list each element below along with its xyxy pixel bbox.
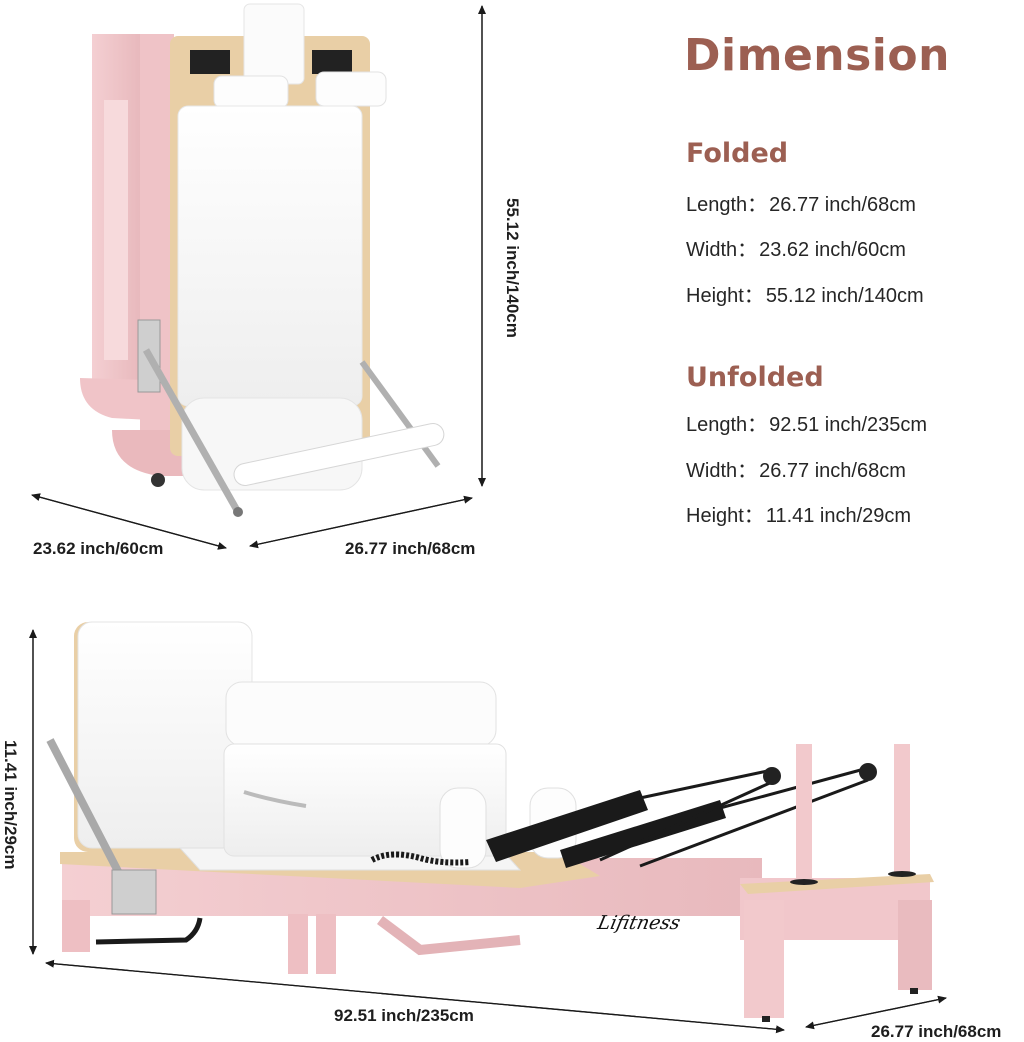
unfolded-height-label: 11.41 inch/29cm (1, 740, 20, 870)
spec-sep: ： (743, 505, 764, 527)
spec-sep: ： (747, 414, 768, 436)
folded-width-label: 23.62 inch/60cm (33, 539, 164, 558)
folded-dimension-arrows (31, 5, 486, 550)
unfolded-height-row: Height：11.41 inch/29cm (686, 499, 911, 528)
spec-label: Length (686, 194, 748, 216)
unfolded-length-label: 92.51 inch/235cm (334, 1006, 474, 1025)
unfolded-width-label: 26.77 inch/68cm (871, 1022, 1002, 1041)
spec-sep: ： (747, 194, 768, 216)
spec-label: Height (686, 505, 744, 527)
spec-label: Length (686, 414, 748, 436)
spec-title: Dimension (684, 30, 950, 81)
spec-value: 92.51 inch/235cm (769, 414, 928, 436)
spec-value: 55.12 inch/140cm (765, 285, 924, 307)
unfolded-heading: Unfolded (686, 362, 824, 393)
spec-value: 11.41 inch/29cm (765, 505, 912, 527)
folded-reformer (80, 3, 445, 517)
spec-label: Width (686, 460, 738, 482)
unfolded-width-row: Width：26.77 inch/68cm (686, 454, 906, 483)
folded-width-row: Width：23.62 inch/60cm (686, 233, 906, 262)
brand-logo: Lifitness (595, 912, 683, 934)
folded-height-row: Height：55.12 inch/140cm (686, 279, 924, 308)
spec-value: 26.77 inch/68cm (759, 460, 906, 482)
unfolded-length-row: Length：92.51 inch/235cm (686, 408, 927, 437)
spec-value: 23.62 inch/60cm (759, 239, 906, 261)
spec-sep: ： (737, 239, 758, 261)
spec-value: 26.77 inch/68cm (769, 194, 916, 216)
unfolded-dimension-arrows (29, 629, 947, 1034)
folded-length-row: Length：26.77 inch/68cm (686, 188, 916, 217)
spec-label: Height (686, 285, 744, 307)
folded-height-label: 55.12 inch/140cm (503, 198, 522, 338)
folded-length-label: 26.77 inch/68cm (345, 539, 476, 558)
unfolded-reformer (46, 621, 934, 1022)
folded-heading: Folded (686, 138, 789, 169)
spec-label: Width (686, 239, 738, 261)
spec-sep: ： (743, 285, 764, 307)
spec-sep: ： (737, 460, 758, 482)
